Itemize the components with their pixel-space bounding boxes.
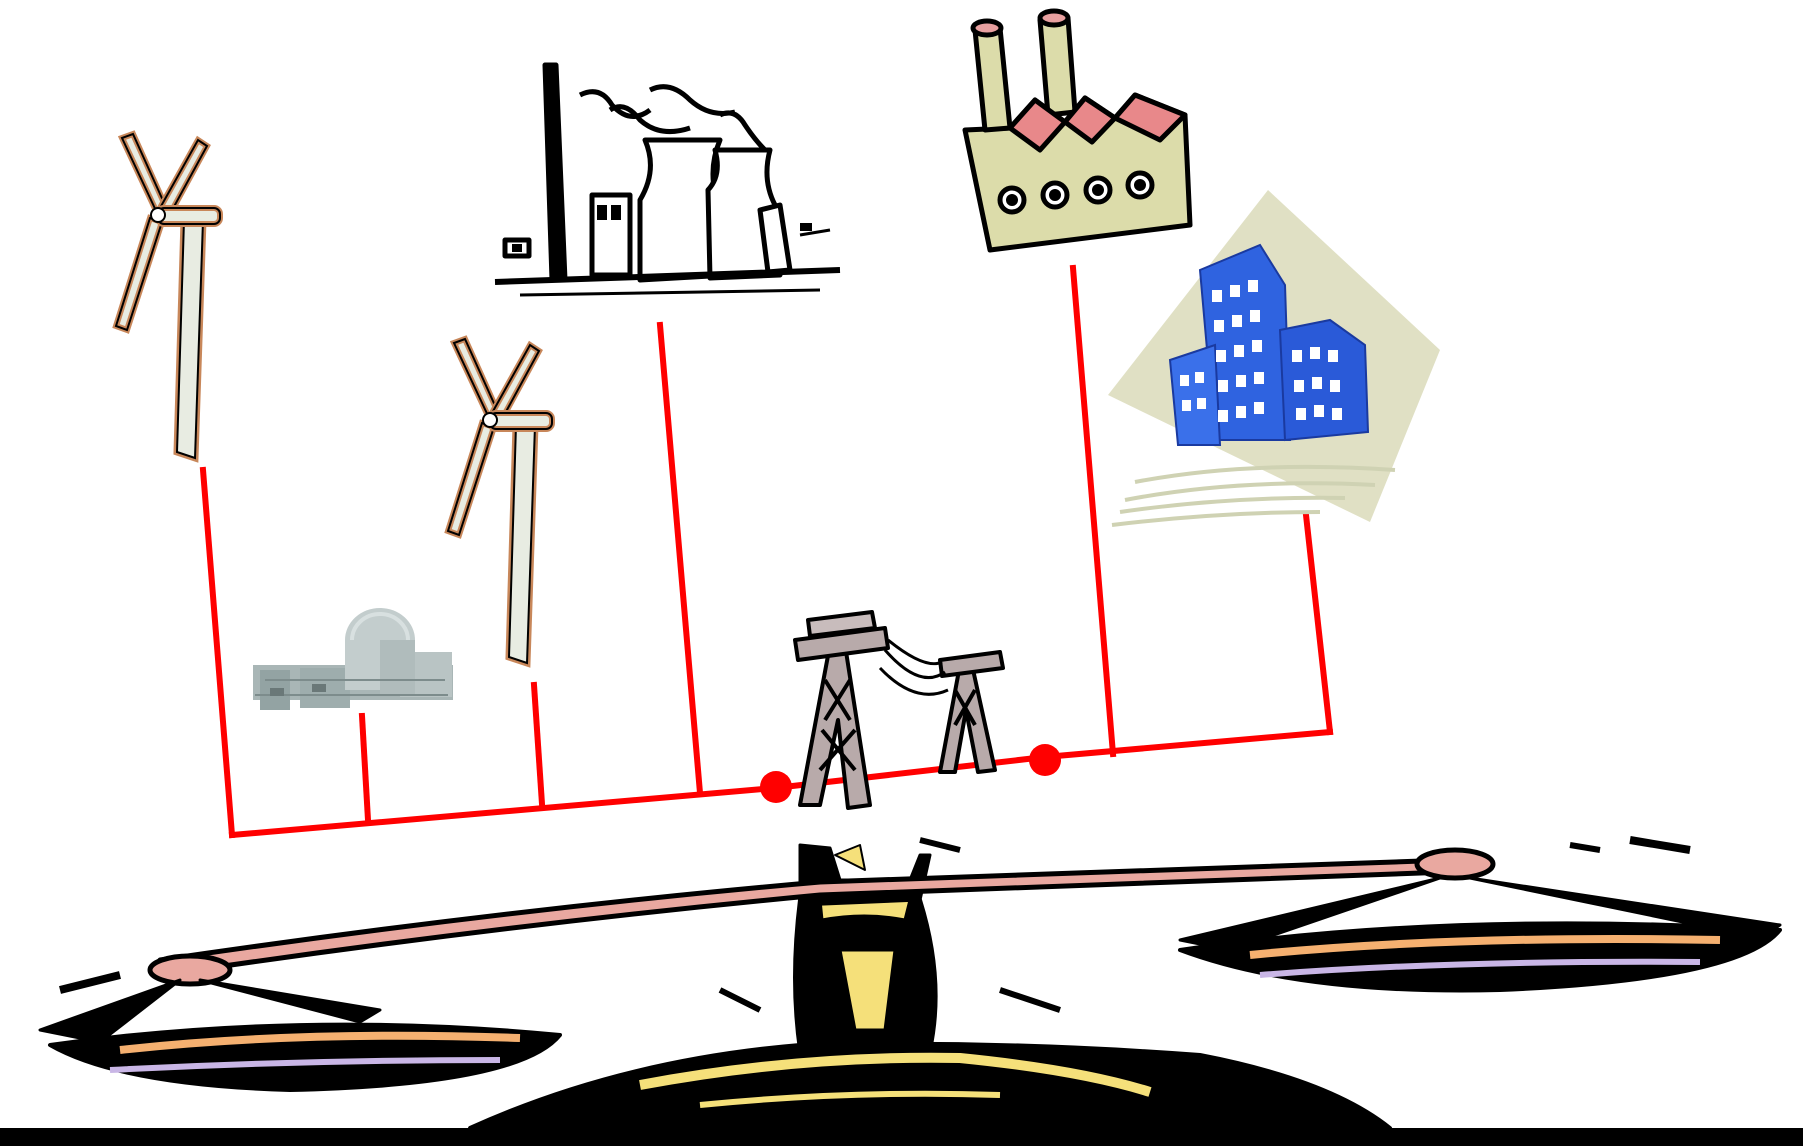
wind-turbine-icon xyxy=(448,339,552,663)
wind-turbine-icon xyxy=(116,134,220,458)
feeder-office-buildings xyxy=(1306,515,1330,732)
balance-scale-icon xyxy=(40,840,1780,1128)
junction-node-right xyxy=(1029,744,1061,776)
factory-icon xyxy=(965,11,1190,250)
feeder-power-plant xyxy=(660,325,700,793)
junction-node-left xyxy=(760,771,792,803)
power-plant-icon xyxy=(495,65,840,295)
nuclear-plant-icon xyxy=(253,608,453,710)
bottom-border xyxy=(0,1128,1803,1146)
feeder-wind-turbine-1 xyxy=(203,470,232,835)
feeder-factory xyxy=(1073,268,1113,754)
feeder-nuclear-plant xyxy=(362,716,368,820)
office-buildings-icon xyxy=(1108,190,1440,525)
feeder-wind-turbine-2 xyxy=(534,685,542,804)
transmission-tower-icon xyxy=(795,612,1003,808)
